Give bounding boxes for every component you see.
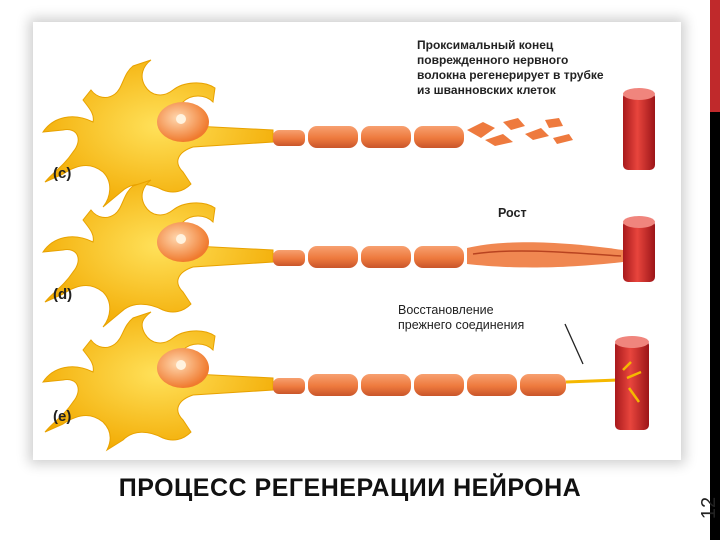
neuron-c — [41, 59, 655, 208]
annotation-d: Рост — [498, 206, 527, 220]
myelin-segment — [273, 130, 305, 146]
cell-body-c — [41, 59, 274, 208]
side-accent-bar — [700, 0, 720, 540]
muscle-fiber-c — [623, 92, 655, 170]
muscle-fiber-d — [623, 220, 655, 282]
neuron-regeneration-diagram — [41, 59, 655, 452]
panel-label-c: (c) — [53, 165, 72, 182]
myelin-segment — [520, 374, 566, 396]
regrowing-axon-d — [467, 242, 623, 268]
cell-body-d — [41, 179, 274, 328]
nucleolus-c — [176, 114, 186, 124]
myelin-segment — [273, 250, 305, 266]
side-bar-black — [710, 112, 720, 540]
muscle-fiber-e — [615, 340, 649, 430]
annotation-e: Восстановление прежнего соединения — [398, 303, 525, 332]
myelin-segment — [273, 378, 305, 394]
myelin-segment — [308, 126, 358, 148]
page-title: ПРОЦЕСС РЕГЕНЕРАЦИИ НЕЙРОНА — [118, 474, 582, 502]
myelin-segment — [361, 246, 411, 268]
myelin-segment — [467, 374, 517, 396]
annotation-c: Проксимальный конец поврежденного нервно… — [417, 38, 604, 97]
nucleolus-d — [176, 234, 186, 244]
myelin-segment — [361, 374, 411, 396]
myelin-segment — [414, 126, 464, 148]
panel-label-e: (e) — [53, 408, 72, 425]
myelin-segment — [414, 246, 464, 268]
panel-label-d: (d) — [53, 286, 73, 303]
myelin-segment — [308, 374, 358, 396]
neuron-e — [41, 311, 649, 452]
myelin-segment — [308, 246, 358, 268]
myelin-segment — [414, 374, 464, 396]
pointer-line — [564, 323, 584, 365]
nucleolus-e — [176, 360, 186, 370]
myelin-segment — [361, 126, 411, 148]
side-bar-red — [710, 0, 720, 112]
cell-body-e — [41, 311, 274, 452]
neuron-d — [41, 179, 655, 328]
degenerated-fragments-c — [467, 118, 573, 146]
